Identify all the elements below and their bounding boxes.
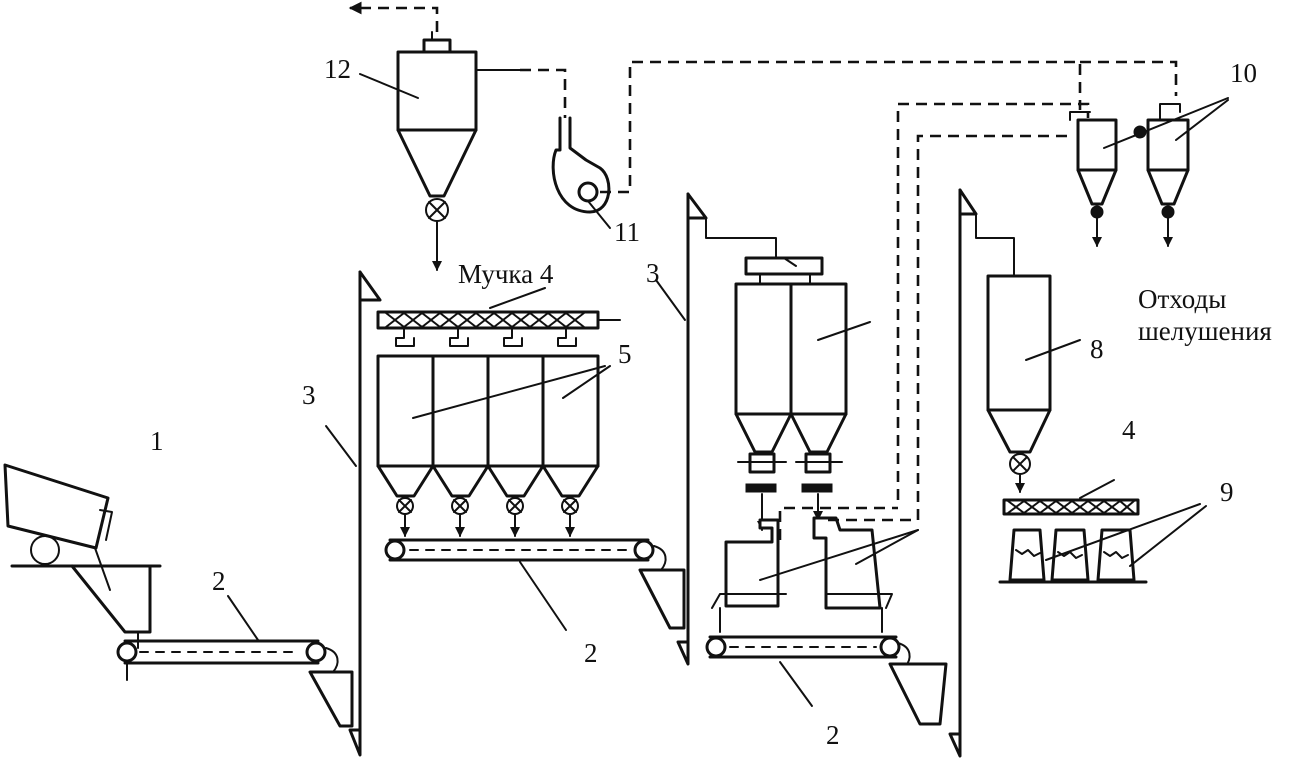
label-2-b: 2 <box>584 638 598 668</box>
cyclones-10 <box>1069 97 1229 247</box>
bucket-elevator-3 <box>948 188 1015 758</box>
receiving-hopper <box>70 547 152 649</box>
label-2-a: 2 <box>212 566 226 596</box>
label-8: 8 <box>1090 334 1104 364</box>
label-3-a: 3 <box>302 380 316 410</box>
bucket-elevator-2 <box>655 192 777 666</box>
labels: 1 2 2 2 3 3 Мучка 4 4 5 8 9 10 11 12 Отх… <box>150 54 1272 750</box>
aspiration-lines <box>348 1 1178 540</box>
storage-bins-group <box>376 354 611 537</box>
twin-bins <box>734 256 871 531</box>
label-3-b: 3 <box>646 258 660 288</box>
fan-11 <box>551 116 611 229</box>
label-1: 1 <box>150 426 164 456</box>
label-12: 12 <box>324 54 351 84</box>
bagging-conveyor <box>1002 479 1140 516</box>
label-2-c: 2 <box>826 720 840 750</box>
cyclone-12 <box>359 31 521 271</box>
label-4-b: 4 <box>1122 415 1136 445</box>
label-waste-line1: Отходы <box>1138 284 1226 314</box>
bucket-elevator-1 <box>325 270 382 757</box>
bags <box>998 503 1207 584</box>
hullers <box>711 516 919 633</box>
label-waste-line2: шелушения <box>1138 316 1272 346</box>
label-9: 9 <box>1220 477 1234 507</box>
belt-conveyor-3 <box>705 635 948 726</box>
bin-8 <box>986 259 1081 493</box>
label-4-a: Мучка 4 <box>458 259 554 289</box>
belt-conveyor-1 <box>116 595 354 728</box>
belt-conveyor-2 <box>384 538 686 631</box>
label-10: 10 <box>1230 58 1257 88</box>
label-5: 5 <box>618 339 632 369</box>
label-11: 11 <box>614 217 640 247</box>
feeder-icon <box>737 452 843 493</box>
screw-conveyor-top <box>376 287 621 347</box>
truck-tipper <box>3 463 162 568</box>
valve-icon <box>396 497 579 515</box>
